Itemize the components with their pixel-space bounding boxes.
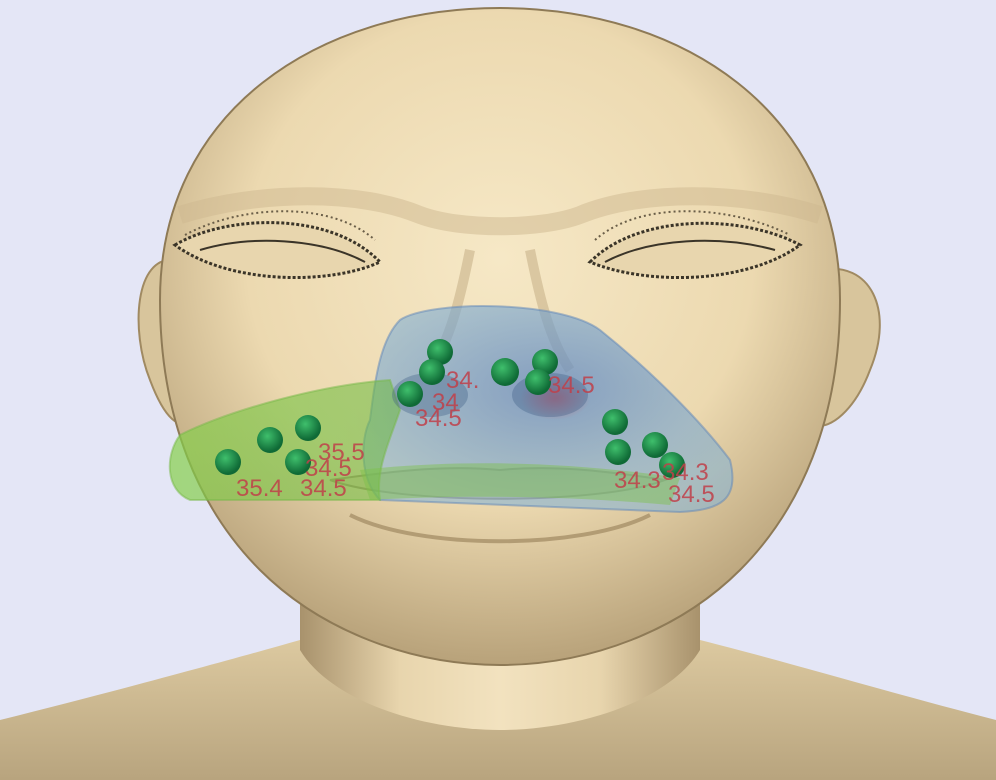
sensor-point [215,449,241,475]
sensor-point [602,409,628,435]
reading-cheek-3: 35.4 [236,475,283,502]
sensor-point [397,381,423,407]
sensor-point [491,358,519,386]
sensor-point [295,415,321,441]
reading-right-2: 34.3 [614,467,661,494]
reading-cheek-4: 34.5 [300,475,347,502]
reading-right-3: 34.5 [668,481,715,508]
sensor-point [419,359,445,385]
reading-nose-4: 34.5 [548,372,595,399]
reading-nose-3: 34.5 [415,405,462,432]
sensor-point [257,427,283,453]
sensor-point [642,432,668,458]
sensor-point [605,439,631,465]
